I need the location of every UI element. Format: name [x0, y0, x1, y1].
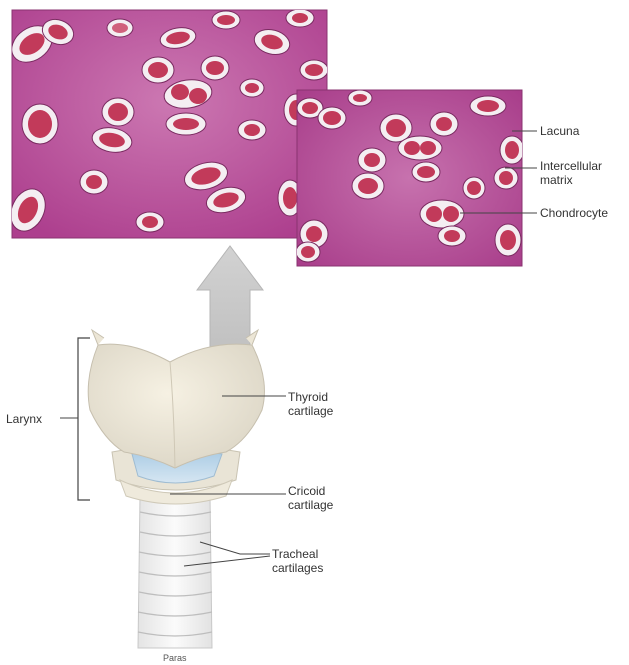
thyroid-cartilage — [88, 330, 264, 468]
lacuna — [470, 96, 506, 116]
lacuna — [136, 212, 164, 232]
lacuna — [166, 113, 206, 135]
label-tracheal-line2: cartilages — [272, 561, 323, 575]
lacuna — [500, 136, 524, 164]
lacuna — [495, 224, 521, 256]
trachea — [138, 496, 212, 648]
label-cricoid-line2: cartilage — [288, 498, 334, 512]
lacuna — [318, 107, 346, 129]
lacuna — [398, 136, 442, 160]
micrograph-large — [4, 9, 328, 238]
label-tracheal-line1: Tracheal — [272, 547, 318, 561]
lacuna — [212, 11, 240, 29]
lacuna — [358, 148, 386, 172]
lacuna — [430, 112, 458, 136]
lacuna — [494, 167, 518, 189]
lacuna — [142, 57, 174, 83]
lacuna — [107, 19, 133, 37]
label-lacuna: Lacuna — [540, 124, 580, 138]
label-intercellular-line2: matrix — [540, 173, 573, 187]
lacuna — [412, 162, 440, 182]
lacuna — [238, 120, 266, 140]
label-chondrocyte: Chondrocyte — [540, 206, 608, 220]
credit-text: Paras — [163, 653, 187, 663]
micrograph-small — [296, 90, 537, 266]
larynx-bracket — [60, 338, 90, 500]
lacuna — [102, 98, 134, 126]
lacuna — [348, 90, 372, 106]
lacuna — [22, 104, 58, 144]
label-intercellular-line1: Intercellular — [540, 159, 602, 173]
label-cricoid-line1: Cricoid — [288, 484, 325, 498]
label-larynx: Larynx — [6, 412, 42, 426]
lacuna — [80, 170, 108, 194]
lacuna — [420, 200, 464, 228]
lacuna — [352, 173, 384, 199]
lacuna — [438, 226, 466, 246]
lacuna — [201, 56, 229, 80]
lacuna — [296, 242, 320, 262]
lacuna — [463, 177, 485, 199]
lacuna — [286, 9, 314, 27]
lacuna — [240, 79, 264, 97]
lacuna — [300, 60, 328, 80]
label-thyroid-line2: cartilage — [288, 404, 334, 418]
label-thyroid-line1: Thyroid — [288, 390, 328, 404]
larynx-illustration — [88, 330, 264, 648]
